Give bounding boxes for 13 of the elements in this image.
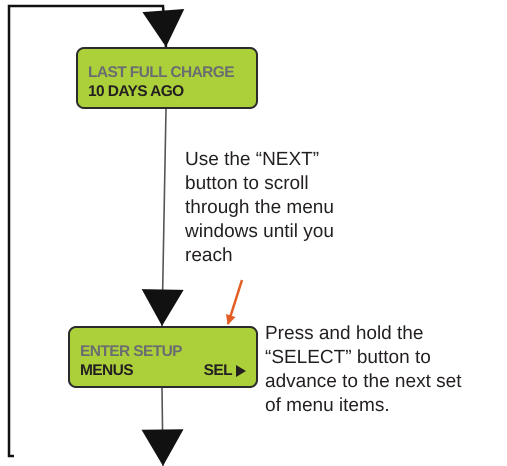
display-line: MENUS [80,361,133,380]
display-line: SEL [204,361,232,380]
arrow [226,280,244,325]
display-line: 10 DAYS AGO [88,82,185,101]
lcd-display [68,326,258,388]
display-line: LAST FULL CHARGE [88,63,235,82]
arrow [8,4,184,458]
instruction-text: Press and hold the “SELECT” button to advance to the next set of menu items. [265,322,462,418]
arrow [142,108,184,326]
instruction-text: Use the “NEXT” button to scroll through the menu windows until you reach [185,148,353,280]
lcd-display [76,47,258,109]
display-line: ENTER SETUP [80,342,183,361]
arrow [142,388,184,466]
